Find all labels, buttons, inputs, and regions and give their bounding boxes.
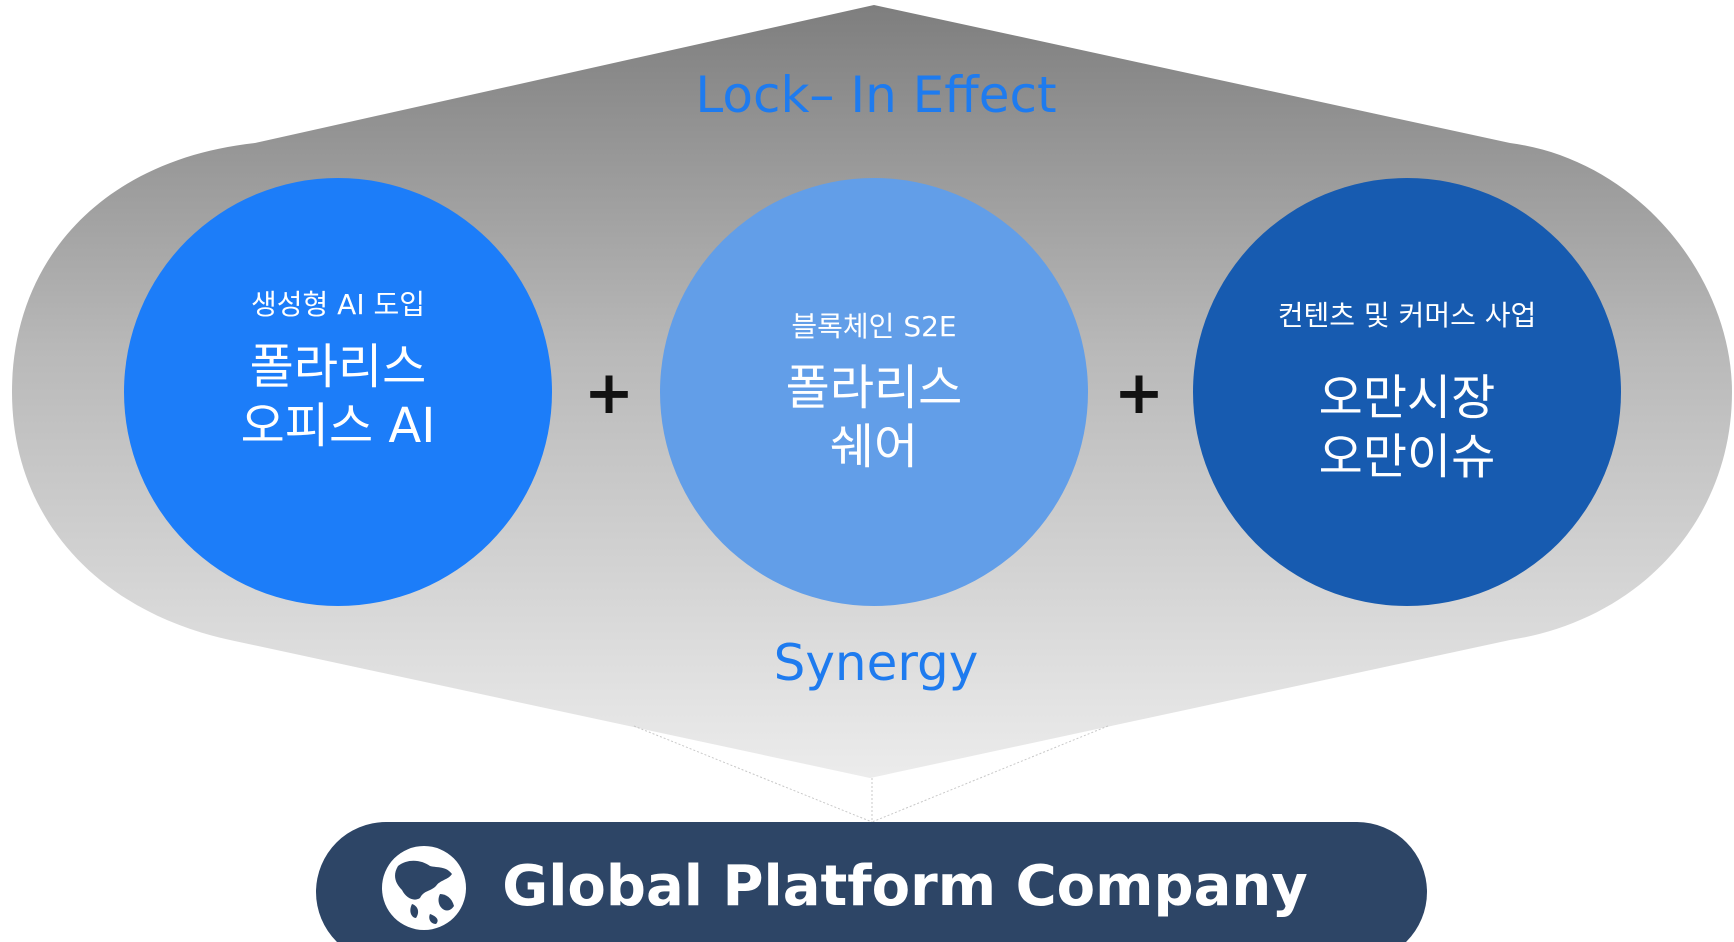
- circle-share-title-2: 쉐어: [830, 419, 918, 475]
- circle-office-ai-subtitle: 생성형 AI 도입: [251, 288, 425, 321]
- circle-share-bg: [660, 178, 1088, 606]
- circle-office-ai-title-1: 폴라리스: [250, 339, 427, 395]
- circle-share-subtitle: 블록체인 S2E: [791, 310, 956, 343]
- circle-share: 블록체인 S2E 폴라리스 쉐어: [660, 178, 1088, 606]
- globe-icon: [382, 846, 466, 930]
- circle-commerce-bg: [1193, 178, 1621, 606]
- banner-background: [316, 822, 1427, 942]
- global-platform-banner: Global Platform Company: [316, 822, 1427, 942]
- circle-commerce-subtitle: 컨텐츠 및 커머스 사업: [1278, 299, 1537, 332]
- circle-commerce: 컨텐츠 및 커머스 사업 오만시장 오만이슈: [1193, 178, 1621, 606]
- circle-office-ai-bg: [124, 178, 552, 606]
- circle-commerce-title-1: 오만시장: [1319, 370, 1496, 426]
- lock-in-label: Lock– In Effect: [695, 66, 1056, 124]
- connector-lines: [633, 725, 1109, 823]
- plus-sign-1: +: [584, 358, 634, 428]
- circle-commerce-title-2: 오만이슈: [1319, 429, 1496, 485]
- plus-sign-2: +: [1114, 358, 1164, 428]
- banner-label: Global Platform Company: [502, 854, 1307, 919]
- circle-share-title-1: 폴라리스: [786, 360, 963, 416]
- synergy-label: Synergy: [774, 634, 979, 692]
- circle-office-ai: 생성형 AI 도입 폴라리스 오피스 AI: [124, 178, 552, 606]
- circle-office-ai-title-2: 오피스 AI: [241, 398, 436, 454]
